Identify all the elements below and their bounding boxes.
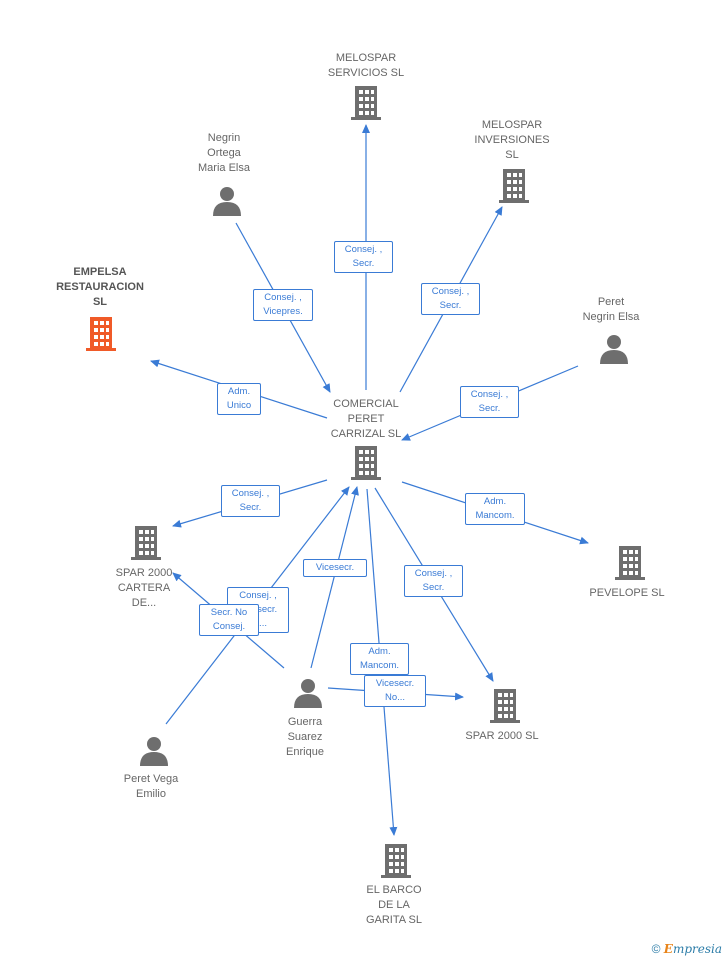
building-icon-spar_cartera[interactable] (131, 526, 161, 560)
node-label-empelsa[interactable]: EMPELSA RESTAURACION SL (56, 266, 144, 308)
building-icon-pevelope[interactable] (615, 546, 645, 580)
node-label-el_barco[interactable]: EL BARCO DE LA GARITA SL (365, 884, 423, 926)
node-label-melospar_serv[interactable]: MELOSPAR SERVICIOS SL (327, 52, 405, 79)
node-label-melospar_inv[interactable]: MELOSPAR INVERSIONES SL (474, 119, 550, 161)
building-icon-el_barco[interactable] (381, 844, 411, 878)
node-label-pevelope[interactable]: PEVELOPE SL (589, 587, 665, 599)
edge-guerra-to-center (310, 486, 359, 669)
person-icon-peret_negrin[interactable] (600, 335, 628, 364)
edge-label-center-spar2000[interactable]: Consej. , Secr. (404, 565, 463, 597)
person-icon-peret_vega[interactable] (140, 737, 168, 766)
edge-label-center-pevelope[interactable]: Adm. Mancom. (465, 493, 525, 525)
building-icon-spar2000[interactable] (490, 689, 520, 723)
node-label-negrin_ortega[interactable]: Negrin Ortega Maria Elsa (198, 132, 250, 174)
edge-label-guerra-center[interactable]: Vicesecr. (303, 559, 367, 577)
copyright-icon: © (651, 942, 661, 956)
node-label-spar2000[interactable]: SPAR 2000 SL (465, 730, 539, 742)
node-label-guerra[interactable]: Guerra Suarez Enrique (286, 716, 324, 758)
node-label-peret_vega[interactable]: Peret Vega Emilio (123, 773, 179, 800)
building-icon-center[interactable] (351, 446, 381, 480)
node-label-spar_cartera[interactable]: SPAR 2000 CARTERA DE... (115, 567, 173, 609)
edge-label-center-el_barco[interactable]: Adm. Mancom. (350, 643, 409, 675)
building-icon-melospar_inv[interactable] (499, 169, 529, 203)
person-icon-negrin_ortega[interactable] (213, 187, 241, 216)
edge-label-center-melospar_serv[interactable]: Consej. , Secr. (334, 241, 393, 273)
node-label-peret_negrin[interactable]: Peret Negrin Elsa (582, 296, 640, 323)
edge-label-guerra-spar2000[interactable]: Vicesecr. No... (364, 675, 426, 707)
node-label-center[interactable]: COMERCIAL PERET CARRIZAL SL (330, 398, 402, 440)
copyright-footer: © Empresia (652, 942, 722, 956)
building-icon-empelsa[interactable] (86, 317, 116, 351)
edge-label-center-spar_cartera[interactable]: Consej. , Secr. (221, 485, 280, 517)
empresia-logo[interactable]: Empresia (663, 942, 722, 956)
building-icon-melospar_serv[interactable] (351, 86, 381, 120)
edge-label-negrin_ortega-center[interactable]: Consej. , Vicepres. (253, 289, 313, 321)
edge-label-center-melospar_inv[interactable]: Consej. , Secr. (421, 283, 480, 315)
edge-label-peret_vega-center[interactable]: Secr. No Consej. (199, 604, 259, 636)
edge-label-center-empelsa[interactable]: Adm. Unico (217, 383, 261, 415)
person-icon-guerra[interactable] (294, 679, 322, 708)
edge-label-peret_negrin-center[interactable]: Consej. , Secr. (460, 386, 519, 418)
